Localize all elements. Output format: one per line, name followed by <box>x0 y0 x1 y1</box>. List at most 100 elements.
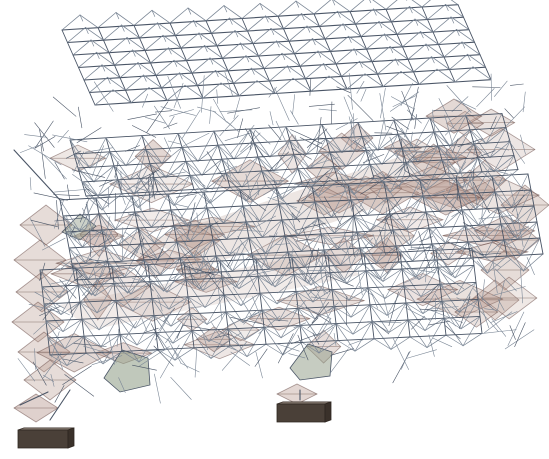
strut <box>95 197 100 215</box>
footing-side <box>17 429 69 449</box>
strut <box>494 189 532 193</box>
strut <box>85 147 114 153</box>
strut <box>103 216 111 248</box>
strut <box>72 227 98 233</box>
strut <box>323 247 361 251</box>
strut <box>262 248 270 268</box>
strut <box>399 249 437 253</box>
strut <box>121 227 124 260</box>
strut <box>464 223 502 227</box>
strut <box>407 43 427 60</box>
strut <box>409 175 427 191</box>
strut <box>248 237 266 254</box>
strut <box>227 328 248 357</box>
strut <box>294 53 301 67</box>
strut <box>412 243 433 262</box>
strut <box>323 196 342 225</box>
strut <box>508 139 526 164</box>
strut <box>391 116 410 130</box>
strut <box>348 147 371 151</box>
strut <box>86 201 92 226</box>
strut <box>281 52 286 60</box>
strut <box>371 321 392 350</box>
strut <box>314 201 319 219</box>
strut <box>140 243 158 260</box>
strut <box>205 20 212 34</box>
strut <box>79 301 100 331</box>
strut <box>437 145 455 161</box>
strut <box>183 260 221 264</box>
strut <box>265 341 303 345</box>
strut <box>419 308 444 312</box>
strut <box>450 16 455 24</box>
strut <box>153 315 157 334</box>
strut <box>269 111 274 126</box>
strut <box>315 248 319 266</box>
strut <box>206 294 225 325</box>
strut <box>137 227 142 245</box>
strut <box>214 333 229 339</box>
strut <box>313 0 332 15</box>
strut <box>381 147 403 165</box>
strut <box>282 25 321 30</box>
strut <box>93 267 98 284</box>
strut <box>227 67 265 72</box>
strut <box>411 315 425 330</box>
strut <box>325 175 346 188</box>
strut <box>294 135 300 148</box>
strut <box>277 268 289 285</box>
strut <box>97 179 119 197</box>
strut <box>494 80 508 97</box>
strut <box>400 138 406 171</box>
strut <box>359 60 378 75</box>
strut <box>463 16 470 31</box>
strut <box>114 193 116 222</box>
strut <box>154 373 161 404</box>
strut <box>127 213 141 217</box>
strut <box>209 57 229 72</box>
strut <box>386 285 405 316</box>
strut <box>165 316 186 344</box>
strut <box>30 219 58 228</box>
strut <box>65 214 72 234</box>
strut <box>378 21 383 29</box>
strut <box>323 249 341 266</box>
strut <box>237 236 258 267</box>
strut <box>60 261 77 272</box>
strut <box>176 193 198 198</box>
strut <box>349 164 371 181</box>
strut <box>455 175 493 179</box>
strut <box>151 9 156 17</box>
strut <box>88 259 127 264</box>
strut <box>97 12 117 29</box>
strut <box>405 302 409 321</box>
strut <box>301 340 339 343</box>
strut <box>432 29 470 33</box>
strut <box>54 217 87 222</box>
strut <box>64 335 85 349</box>
strut <box>157 347 195 351</box>
strut <box>189 175 207 190</box>
strut <box>318 230 346 253</box>
strut <box>205 17 243 22</box>
strut <box>206 207 224 224</box>
strut <box>349 0 365 13</box>
strut <box>380 87 386 119</box>
strut <box>451 138 459 153</box>
strut <box>511 194 525 213</box>
strut <box>461 207 499 211</box>
strut <box>176 241 181 259</box>
strut <box>396 213 414 220</box>
strut <box>134 211 152 228</box>
strut <box>107 259 145 263</box>
strut <box>204 45 223 59</box>
strut <box>309 152 331 170</box>
strut <box>299 324 303 343</box>
strut <box>81 318 100 331</box>
strut <box>149 60 188 64</box>
strut <box>49 354 68 366</box>
strut <box>185 160 191 176</box>
strut <box>382 294 390 318</box>
strut <box>425 211 443 228</box>
strut <box>219 260 240 289</box>
